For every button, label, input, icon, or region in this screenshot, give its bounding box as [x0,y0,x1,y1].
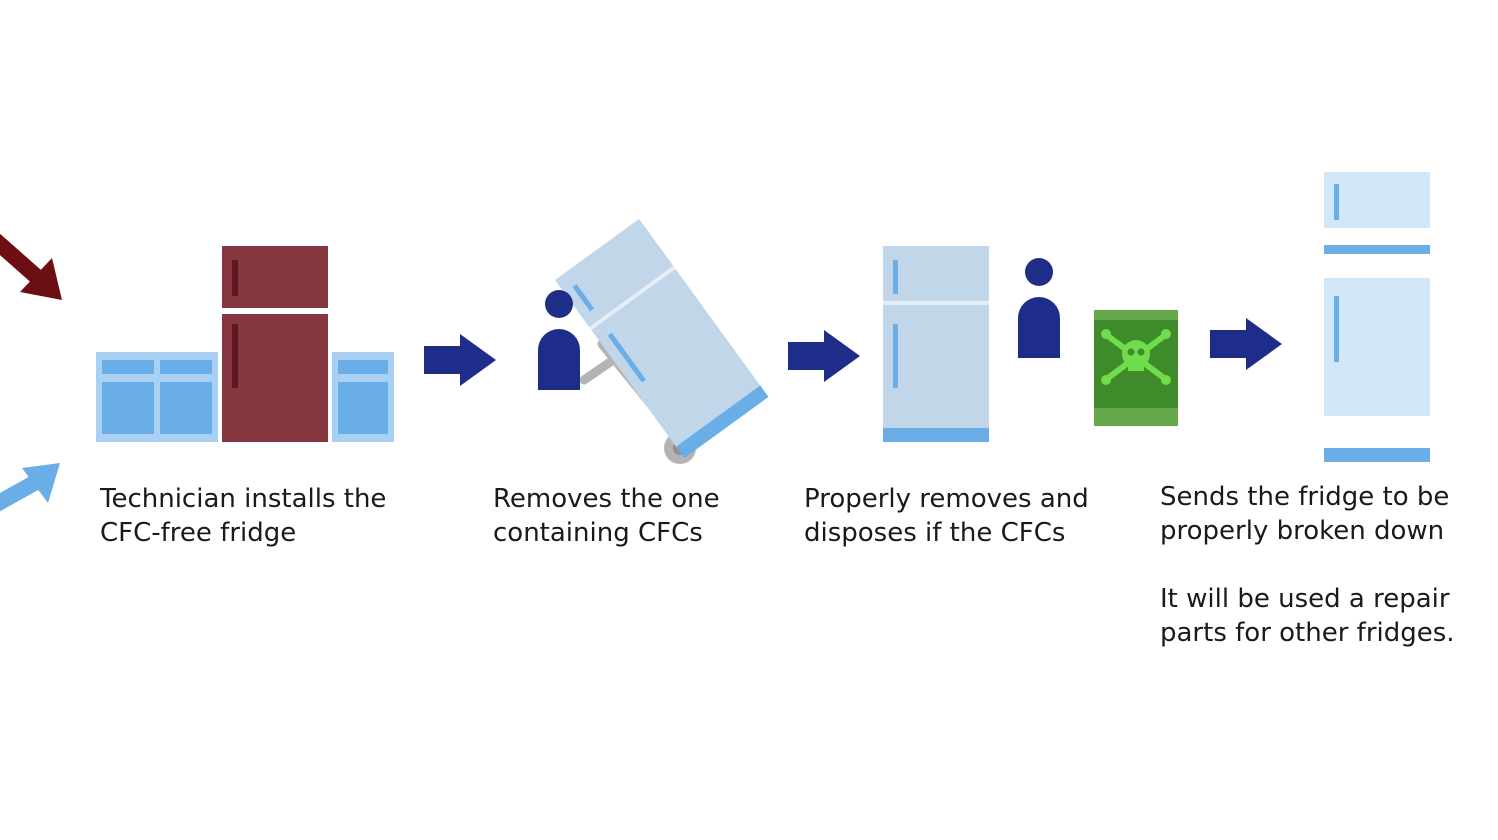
kitchen-cabinets-icon [96,352,394,442]
step-3-caption: Properly removes and disposes if the CFC… [804,484,1089,548]
disassembled-fridge-icon [1324,172,1430,462]
hazard-container-icon [1094,310,1178,426]
step-arrow-icon [788,330,860,382]
new-fridge-icon [222,246,328,442]
step-1-caption: Technician installs the CFC-free fridge [100,484,387,548]
person-icon [538,290,580,390]
incoming-arrow-bottom-icon [0,463,60,512]
step-2-caption: Removes the one containing CFCs [493,484,720,548]
step-arrow-icon [1210,318,1282,370]
old-fridge-icon [883,246,989,442]
old-fridge-tilted-icon [555,218,769,458]
step-4-caption: Sends the fridge to be properly broken d… [1160,482,1450,546]
incoming-arrow-top-icon [0,234,62,300]
step-arrow-icon [424,334,496,386]
person-icon [1018,258,1060,358]
skull-crossbones-icon [1101,329,1171,385]
step-4-note: It will be used a repair parts for other… [1160,584,1455,648]
